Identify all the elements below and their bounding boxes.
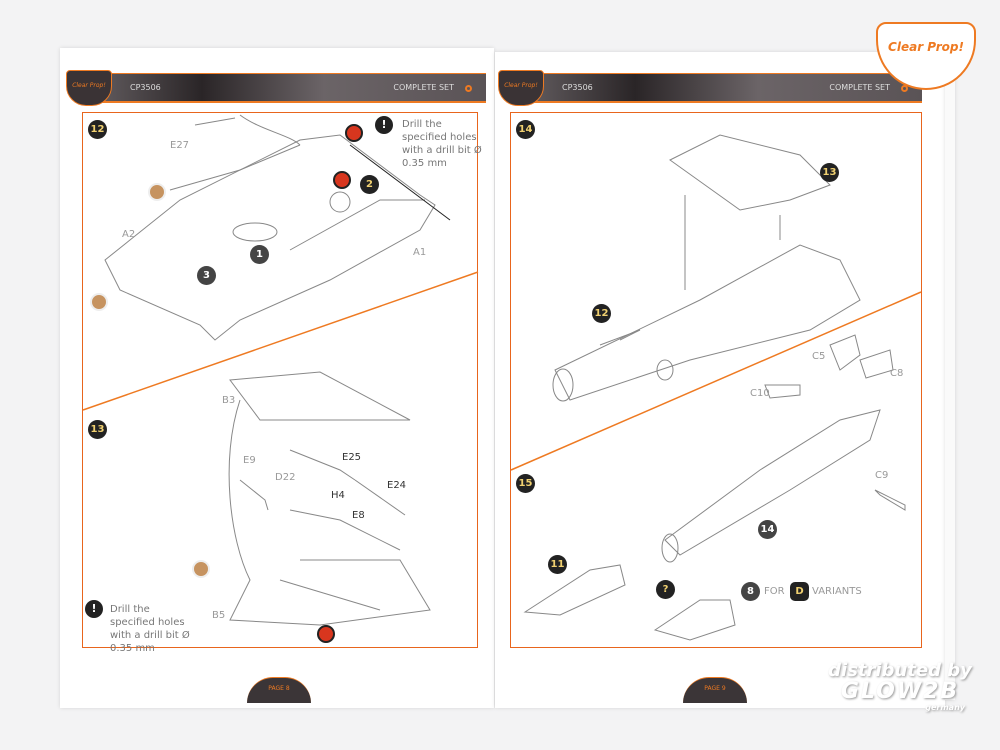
- callout-8: 8: [741, 582, 760, 601]
- right-header: Clear Prop! CP3506 COMPLETE SET: [498, 70, 922, 106]
- watermark-line3: germany: [925, 703, 965, 712]
- step-15-badge: 15: [516, 474, 535, 493]
- part-A1: A1: [413, 247, 427, 258]
- watermark-line2: GLOW2B: [840, 679, 960, 704]
- glue-icon: [148, 183, 166, 201]
- part-C5: C5: [812, 351, 826, 362]
- distributor-watermark: distributed by GLOW2B germany: [815, 660, 985, 712]
- part-E27: E27: [170, 140, 190, 151]
- back-page-edge: [945, 60, 955, 700]
- step-13-badge: 13: [88, 420, 107, 439]
- part-B5: B5: [212, 610, 226, 621]
- callout-2: 2: [360, 175, 379, 194]
- drill-note: Drill the specified holes with a drill b…: [110, 604, 190, 654]
- variant-badge: D: [790, 582, 809, 601]
- step-14-badge: 14: [516, 120, 535, 139]
- brand-logo: Clear Prop!: [66, 70, 112, 106]
- callout-13: 13: [820, 163, 839, 182]
- callout-3: 3: [197, 266, 216, 285]
- callout-11: 11: [548, 555, 567, 574]
- part-C10: C10: [750, 388, 770, 399]
- header-dot-icon: [901, 85, 908, 92]
- part-A2: A2: [122, 229, 136, 240]
- for-label: FOR: [764, 586, 785, 597]
- set-label: COMPLETE SET: [393, 83, 454, 92]
- header-dot-icon: [465, 85, 472, 92]
- set-label: COMPLETE SET: [829, 83, 890, 92]
- part-D22: D22: [275, 472, 296, 483]
- product-code: CP3506: [130, 83, 161, 92]
- watermark-line1: distributed by: [828, 660, 972, 681]
- unknown-callout: ?: [656, 580, 675, 599]
- brand-logo: Clear Prop!: [498, 70, 544, 106]
- part-C9: C9: [875, 470, 889, 481]
- drill-note: Drill the specified holes with a drill b…: [402, 119, 482, 169]
- alert-icon: !: [375, 116, 393, 134]
- part-E24: E24: [387, 480, 407, 491]
- left-header: Clear Prop! CP3506 COMPLETE SET: [66, 70, 486, 106]
- product-code: CP3506: [562, 83, 593, 92]
- part-H4: H4: [331, 490, 345, 501]
- part-E25: E25: [342, 452, 362, 463]
- part-E8: E8: [352, 510, 365, 521]
- page-number-8: PAGE 8: [247, 677, 311, 703]
- page-number-9: PAGE 9: [683, 677, 747, 703]
- glue-icon: [90, 293, 108, 311]
- part-B3: B3: [222, 395, 236, 406]
- alert-icon: !: [85, 600, 103, 618]
- drill-icon: [345, 124, 363, 142]
- glue-icon: [192, 560, 210, 578]
- callout-12: 12: [592, 304, 611, 323]
- left-page: [60, 48, 494, 708]
- drill-icon: [317, 625, 335, 643]
- callout-14: 14: [758, 520, 777, 539]
- callout-1: 1: [250, 245, 269, 264]
- step-12-badge: 12: [88, 120, 107, 139]
- right-frame: [510, 112, 922, 648]
- variants-label: VARIANTS: [812, 586, 862, 597]
- drill-icon: [333, 171, 351, 189]
- left-frame: [82, 112, 478, 648]
- part-C8: C8: [890, 368, 904, 379]
- part-E9: E9: [243, 455, 256, 466]
